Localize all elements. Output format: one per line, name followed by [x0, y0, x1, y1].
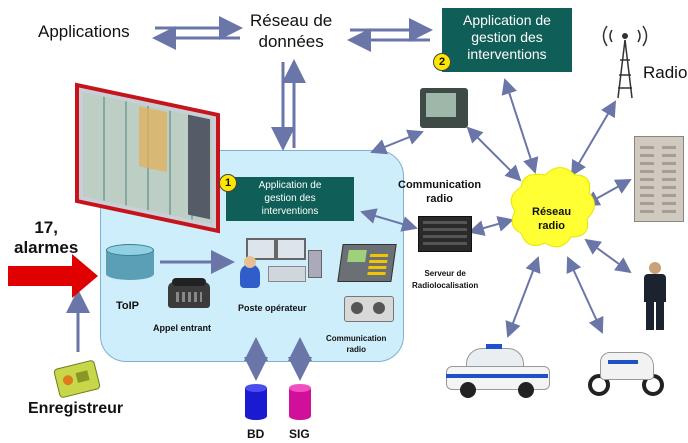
rack-cabinet-icon — [634, 136, 684, 222]
sig-database-icon — [289, 384, 311, 420]
reseau-radio-cloud — [510, 167, 595, 248]
arrow-tower-cloud — [570, 100, 617, 177]
rack-server-icon — [418, 216, 472, 252]
reseau-radio-label: Réseau radio — [532, 206, 572, 232]
arrow-app1-server — [360, 208, 418, 232]
arrow-cloud-car — [505, 256, 541, 338]
police-car-icon — [446, 342, 550, 398]
operator-workstation-icon — [238, 236, 322, 292]
router-icon — [106, 244, 154, 280]
alarm-arrow — [8, 254, 98, 298]
toip-label: ToIP — [116, 300, 140, 312]
reseau-donnees-label: Réseau de données — [250, 11, 333, 51]
monitor-icon — [420, 88, 468, 128]
communication-radio-label-top: Communication radio — [398, 179, 482, 205]
app-gestion-top-label: Application de gestion des interventions — [463, 12, 551, 62]
arrow-app2-cloud — [501, 78, 539, 174]
police-officer-icon — [640, 262, 670, 330]
radio-mixer-icon — [344, 296, 394, 322]
number-badge-2: 2 — [433, 53, 451, 71]
serveur-radiolocalisation-label: Serveur de Radiolocalisation — [412, 269, 479, 290]
poste-operateur-label: Poste opérateur — [238, 303, 307, 313]
number-badge-1: 1 — [219, 174, 237, 192]
bd-label: BD — [247, 427, 265, 441]
app-gestion-interventions-center: Application de gestion des interventions — [226, 177, 354, 221]
sig-label: SIG — [289, 427, 310, 441]
arrow-server-cloud — [468, 216, 514, 236]
police-motorcycle-icon — [586, 338, 668, 398]
alarmes-label: 17, alarmes — [14, 218, 79, 257]
arrow-center-monitor — [370, 129, 424, 155]
desk-phone-icon — [168, 278, 210, 308]
radio-label: Radio — [643, 63, 688, 82]
arrow-cloud-officer — [584, 238, 632, 274]
app-gestion-center-label: Application de gestion des interventions — [258, 180, 322, 217]
enregistreur-label: Enregistreur — [28, 400, 124, 417]
communication-radio-label-center: Communication radio — [326, 334, 387, 354]
bd-database-icon — [245, 384, 267, 420]
appel-entrant-label: Appel entrant — [153, 323, 212, 333]
app-gestion-interventions-top: Application de gestion des interventions — [442, 8, 572, 72]
applications-label: Applications — [38, 22, 130, 41]
arrow-cloud-moto — [566, 256, 604, 334]
